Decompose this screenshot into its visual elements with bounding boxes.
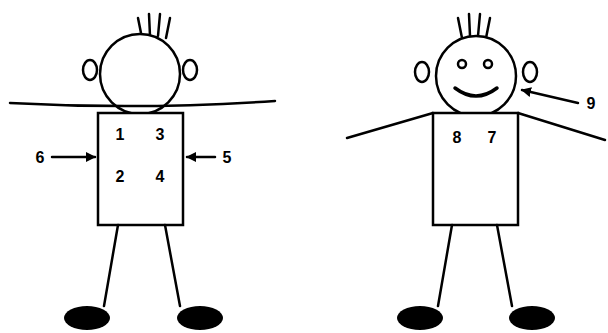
callout-number: 8 (453, 130, 462, 146)
callout-number: 5 (223, 150, 232, 166)
callout-number: 4 (156, 169, 165, 185)
callout-number: 2 (116, 169, 125, 185)
callout-number: 9 (587, 96, 596, 112)
callout-number: 7 (488, 130, 497, 146)
callout-number: 3 (156, 127, 165, 143)
callout-number: 6 (36, 150, 45, 166)
callout-number: 1 (116, 127, 125, 143)
